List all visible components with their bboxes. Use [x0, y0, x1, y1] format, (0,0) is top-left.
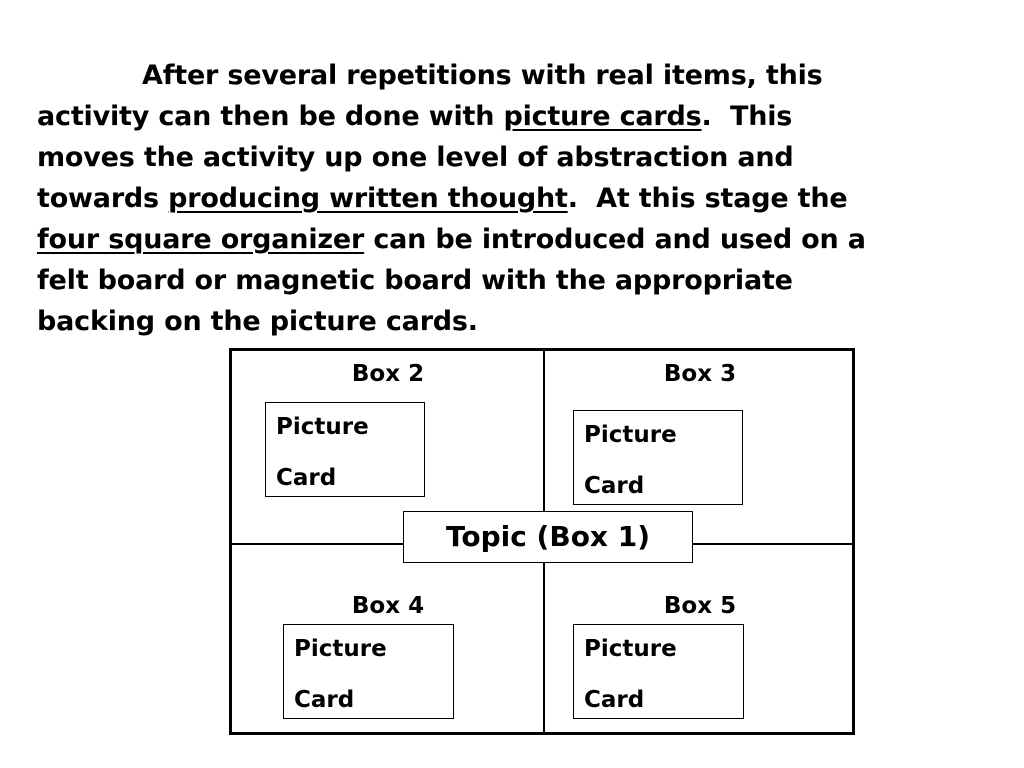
- box-3-picture-card: Picture Card: [573, 410, 743, 505]
- body-paragraph: After several repetitions with real item…: [37, 55, 997, 342]
- card-text: Card: [584, 473, 645, 499]
- paragraph-line: backing on the picture cards.: [37, 301, 997, 342]
- four-square-organizer: Box 2 Picture Card Box 3 Picture Card Bo…: [229, 348, 855, 735]
- paragraph-line: After several repetitions with real item…: [37, 55, 997, 96]
- box-4-label: Box 4: [351, 593, 425, 619]
- card-text: Card: [276, 465, 337, 491]
- paragraph-line: activity can then be done with picture c…: [37, 96, 997, 137]
- box-3-label: Box 3: [663, 361, 737, 387]
- topic-box: Topic (Box 1): [403, 511, 693, 563]
- card-text: Picture: [584, 636, 677, 662]
- box-2-picture-card: Picture Card: [265, 402, 425, 497]
- paragraph-line: moves the activity up one level of abstr…: [37, 137, 997, 178]
- paragraph-text: After several repetitions with real item…: [142, 60, 823, 91]
- underlined-term-picture-cards: picture cards: [503, 101, 702, 132]
- paragraph-text: felt board or magnetic board with the ap…: [37, 265, 793, 296]
- box-5-label: Box 5: [663, 593, 737, 619]
- paragraph-text: activity can then be done with: [37, 101, 504, 132]
- underlined-term-producing-written-thought: producing written thought: [168, 183, 568, 214]
- paragraph-line: four square organizer can be introduced …: [37, 219, 997, 260]
- card-text: Picture: [584, 422, 677, 448]
- paragraph-text: . This: [701, 101, 793, 132]
- box-2-label: Box 2: [351, 361, 425, 387]
- underlined-term-four-square-organizer: four square organizer: [37, 224, 365, 255]
- box-5-picture-card: Picture Card: [573, 624, 744, 719]
- paragraph-text: backing on the picture cards.: [37, 306, 478, 337]
- paragraph-line: felt board or magnetic board with the ap…: [37, 260, 997, 301]
- paragraph-text: can be introduced and used on a: [364, 224, 866, 255]
- paragraph-text: moves the activity up one level of abstr…: [37, 142, 794, 173]
- paragraph-text: towards: [37, 183, 169, 214]
- paragraph-line: towards producing written thought. At th…: [37, 178, 997, 219]
- box-4-picture-card: Picture Card: [283, 624, 454, 719]
- card-text: Picture: [294, 636, 387, 662]
- card-text: Picture: [276, 414, 369, 440]
- card-text: Card: [584, 687, 645, 713]
- card-text: Card: [294, 687, 355, 713]
- paragraph-text: . At this stage the: [567, 183, 848, 214]
